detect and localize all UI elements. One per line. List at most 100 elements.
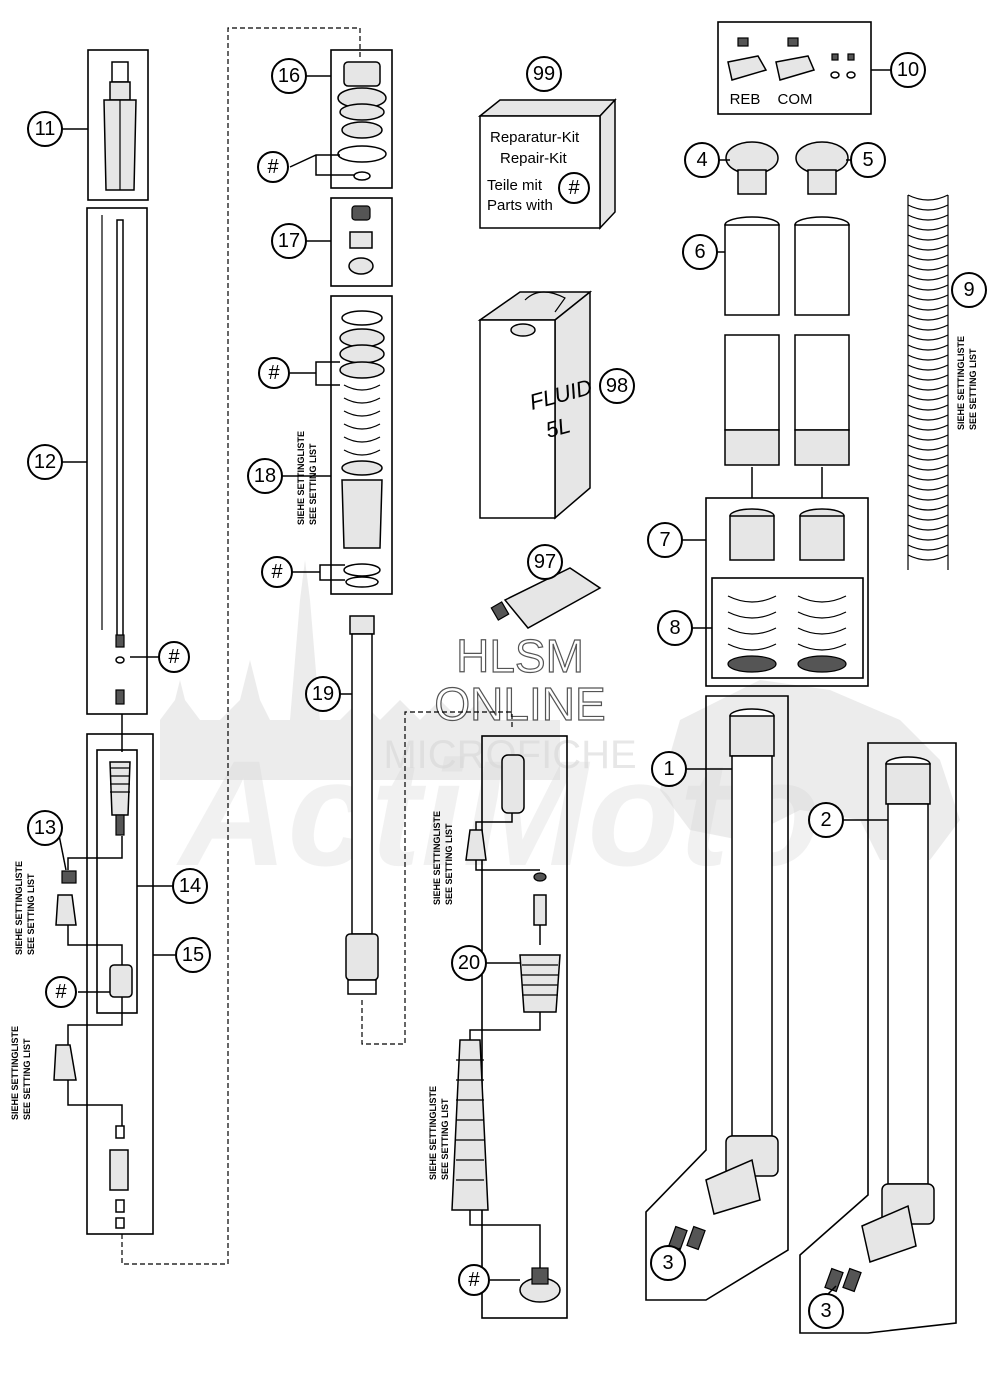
callout-98: 98 bbox=[599, 368, 635, 404]
setting-note-20b-en: SEE SETTING LIST bbox=[440, 1098, 450, 1180]
callout-hash-12: # bbox=[158, 641, 190, 673]
setting-note-13-de: SIEHE SETTINGLISTE bbox=[14, 861, 24, 955]
svg-text:20: 20 bbox=[458, 952, 480, 974]
kit-line2: Repair-Kit bbox=[500, 150, 568, 167]
setting-note-20a-en: SEE SETTING LIST bbox=[444, 823, 454, 905]
callout-5: 5 bbox=[850, 142, 886, 178]
callout-9: 9 bbox=[951, 272, 987, 308]
svg-text:3: 3 bbox=[662, 1252, 673, 1274]
group-box-17 bbox=[330, 197, 393, 287]
setting-note-15-de: SIEHE SETTINGLISTE bbox=[10, 1026, 20, 1120]
part-10-adjusters: REB COM bbox=[727, 37, 856, 108]
svg-text:15: 15 bbox=[182, 944, 204, 966]
svg-text:#: # bbox=[268, 362, 280, 384]
callout-13: 13 bbox=[27, 810, 63, 846]
part-99-repair-kit: Reparatur-Kit Repair-Kit Teile mit Parts… bbox=[477, 98, 617, 230]
svg-text:99: 99 bbox=[533, 63, 555, 85]
callout-hash-kit: # bbox=[558, 172, 590, 204]
svg-text:19: 19 bbox=[312, 683, 334, 705]
callout-hash-16: # bbox=[257, 151, 289, 183]
callout-7: 7 bbox=[647, 522, 683, 558]
callout-97: 97 bbox=[527, 544, 563, 580]
group-box-20 bbox=[481, 735, 568, 1319]
svg-text:2: 2 bbox=[820, 809, 831, 831]
callout-18: 18 bbox=[247, 458, 283, 494]
group-box-15 bbox=[86, 733, 154, 1235]
svg-text:#: # bbox=[468, 1269, 480, 1291]
setting-note-18-en: SEE SETTING LIST bbox=[308, 443, 318, 525]
callout-8: 8 bbox=[657, 610, 693, 646]
part-20-cartridge bbox=[451, 754, 561, 1303]
setting-note-18-de: SIEHE SETTINGLISTE bbox=[296, 431, 306, 525]
callout-hash-15: # bbox=[45, 976, 77, 1008]
svg-text:9: 9 bbox=[963, 279, 974, 301]
callout-hash-20: # bbox=[458, 1264, 490, 1296]
setting-note-15-en: SEE SETTING LIST bbox=[22, 1038, 32, 1120]
svg-text:18: 18 bbox=[254, 465, 276, 487]
group-box-10 bbox=[717, 21, 872, 115]
group-box-18 bbox=[330, 295, 393, 595]
part-11-tool bbox=[103, 61, 137, 191]
callout-20: 20 bbox=[451, 945, 487, 981]
callout-hash-18a: # bbox=[258, 357, 290, 389]
callout-3a: 3 bbox=[650, 1245, 686, 1281]
svg-text:4: 4 bbox=[696, 149, 707, 171]
callout-11: 11 bbox=[27, 111, 63, 147]
callout-10: 10 bbox=[890, 52, 926, 88]
group-box-12 bbox=[86, 207, 148, 715]
callout-15: 15 bbox=[175, 937, 211, 973]
svg-text:97: 97 bbox=[534, 551, 556, 573]
part-1-fork-leg bbox=[668, 708, 779, 1251]
svg-text:98: 98 bbox=[606, 375, 628, 397]
part-19-damper-rod bbox=[345, 615, 379, 995]
adjuster-com-label: COM bbox=[778, 91, 813, 108]
part-7-8-bushings bbox=[727, 508, 847, 673]
svg-text:16: 16 bbox=[278, 65, 300, 87]
callout-16: 16 bbox=[271, 58, 307, 94]
svg-text:7: 7 bbox=[659, 529, 670, 551]
part-12-rods bbox=[101, 215, 125, 705]
callout-19: 19 bbox=[305, 676, 341, 712]
svg-text:6: 6 bbox=[694, 241, 705, 263]
callout-12: 12 bbox=[27, 444, 63, 480]
part-16-cap bbox=[337, 61, 387, 181]
watermark-line1: HLSM bbox=[456, 630, 584, 682]
callout-14: 14 bbox=[172, 868, 208, 904]
svg-text:#: # bbox=[568, 177, 580, 199]
svg-text:3: 3 bbox=[820, 1300, 831, 1322]
kit-line3: Teile mit bbox=[487, 177, 543, 194]
group-box-11 bbox=[87, 49, 149, 201]
svg-text:11: 11 bbox=[35, 118, 56, 140]
watermark-brand: ActiMoto bbox=[175, 729, 821, 897]
setting-note-9-en: SEE SETTING LIST bbox=[968, 348, 978, 430]
group-box-16 bbox=[330, 49, 393, 189]
group-box-2 bbox=[799, 742, 957, 1334]
part-14-15-valves bbox=[53, 761, 133, 1229]
part-4-5-caps bbox=[725, 141, 849, 195]
svg-text:#: # bbox=[55, 981, 67, 1003]
adjuster-reb-label: REB bbox=[730, 91, 761, 108]
callout-1: 1 bbox=[651, 751, 687, 787]
kit-line4: Parts with bbox=[487, 197, 553, 214]
part-18-cartridge bbox=[339, 310, 385, 588]
setting-note-20a-de: SIEHE SETTINGLISTE bbox=[432, 811, 442, 905]
setting-note-13-en: SEE SETTING LIST bbox=[26, 873, 36, 955]
svg-text:14: 14 bbox=[179, 875, 201, 897]
svg-text:17: 17 bbox=[278, 230, 300, 252]
svg-text:12: 12 bbox=[34, 451, 56, 473]
callout-17: 17 bbox=[271, 223, 307, 259]
callout-99: 99 bbox=[526, 56, 562, 92]
part-98-fluid-can: FLUID 5L bbox=[477, 290, 595, 520]
watermark-line2: ONLINE bbox=[434, 678, 605, 730]
part-9-spring bbox=[907, 194, 949, 570]
group-box-1 bbox=[645, 695, 789, 1301]
callout-3b: 3 bbox=[808, 1293, 844, 1329]
svg-text:8: 8 bbox=[669, 617, 680, 639]
cathedral-silhouette bbox=[160, 560, 560, 780]
part-2-fork-leg bbox=[824, 756, 935, 1293]
callout-2: 2 bbox=[808, 802, 844, 838]
group-box-7 bbox=[705, 497, 869, 687]
svg-text:#: # bbox=[271, 561, 283, 583]
callout-hash-18b: # bbox=[261, 556, 293, 588]
